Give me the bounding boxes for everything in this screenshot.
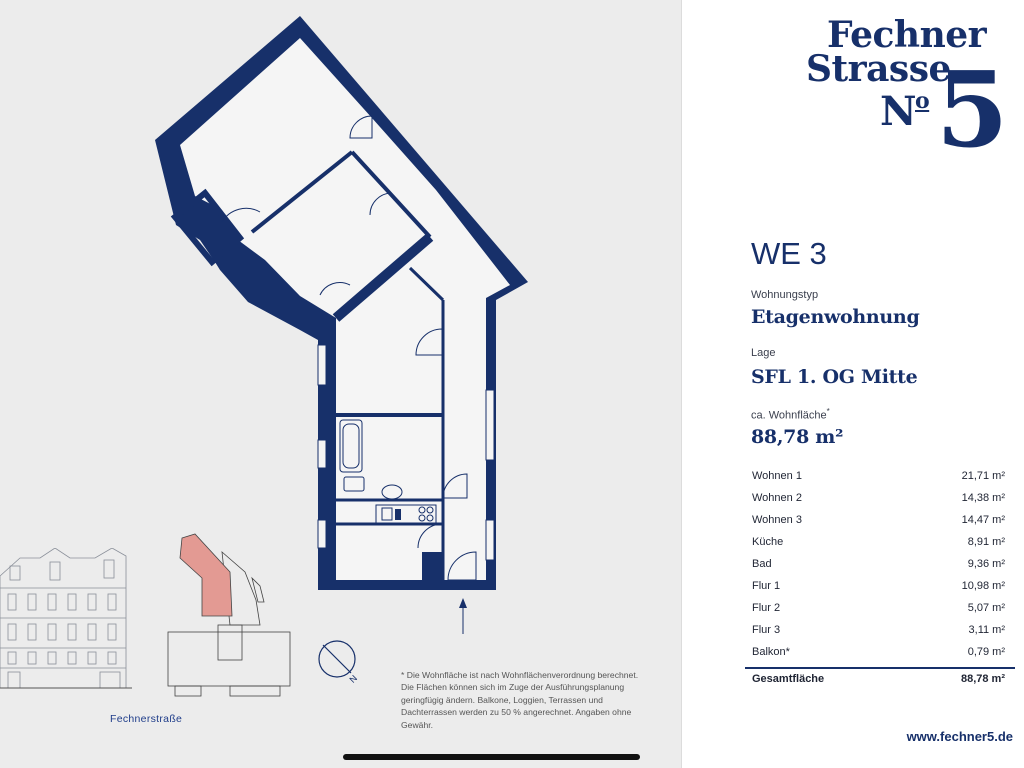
logo-line-1: Fechner <box>827 14 987 56</box>
logo-number: 5 <box>936 48 1008 171</box>
home-indicator[interactable] <box>343 754 640 760</box>
street-label: Fechnerstraße <box>110 713 183 725</box>
info-panel: Fechner Strasse N o 5 WE 3 Wohnungstyp E… <box>681 0 1024 768</box>
table-divider <box>745 667 1015 669</box>
building-facade-icon <box>0 548 132 689</box>
type-value: Etagenwohnung <box>751 306 920 328</box>
logo-line-2: Strasse <box>806 48 951 90</box>
website-link[interactable]: www.fechner5.de <box>906 729 1013 744</box>
floor-plan-panel: N Fechnerstraße * Die Wohnfläche ist nac… <box>0 16 640 760</box>
site-plan-map <box>167 533 291 697</box>
floor-plan <box>155 16 528 634</box>
area-label: ca. Wohnfläche* <box>751 407 830 422</box>
area-value: 88,78 m² <box>751 426 844 448</box>
location-value: SFL 1. OG Mitte <box>751 366 918 388</box>
unit-title: WE 3 <box>751 236 827 271</box>
logo-numero-o: o <box>915 88 930 114</box>
unit-location-highlight <box>179 533 233 617</box>
logo-numero: N <box>880 88 917 135</box>
table-row: Balkon*0,79 m² <box>752 646 1005 658</box>
compass-icon <box>318 640 356 678</box>
type-label: Wohnungstyp <box>751 289 819 301</box>
location-label: Lage <box>751 347 776 359</box>
footnote: * Die Wohnfläche ist nach Wohnflächenver… <box>401 670 639 730</box>
